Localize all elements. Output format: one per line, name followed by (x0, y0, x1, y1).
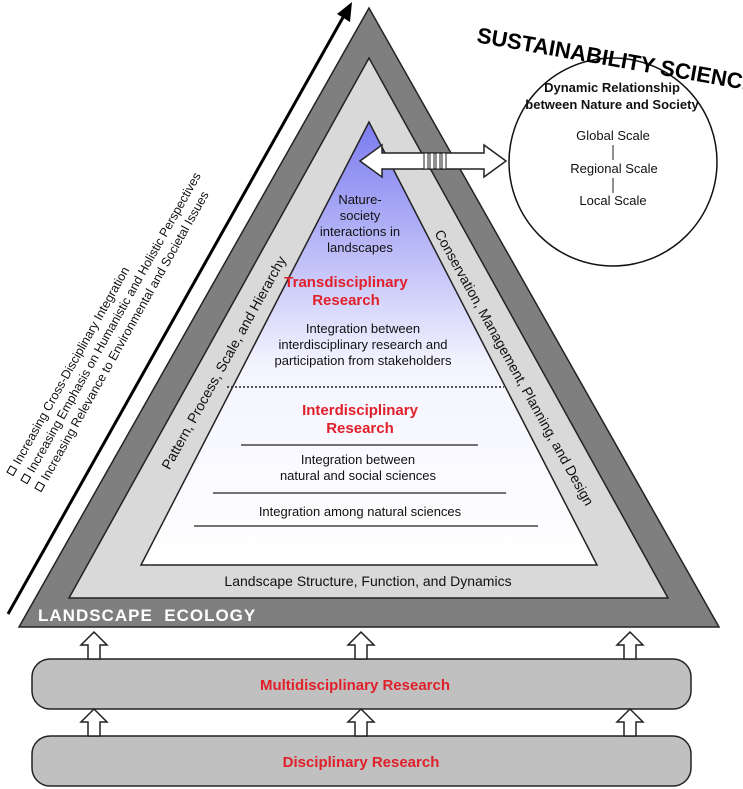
up-arrow-icon (346, 630, 376, 660)
base-label: Landscape Structure, Function, and Dynam… (224, 573, 511, 589)
landscape-ecology-label: LANDSCAPE ECOLOGY (38, 606, 256, 625)
inner-triangle (139, 120, 599, 566)
transdisciplinary-title: Transdisciplinary Research (284, 274, 408, 309)
svg-text:Interdisciplinary: Interdisciplinary (302, 402, 419, 419)
disciplinary-research-label: Disciplinary Research (283, 754, 440, 771)
scale-regional: Regional Scale (570, 161, 657, 176)
multidisciplinary-research-label: Multidisciplinary Research (260, 677, 450, 694)
interdisciplinary-description: Integration between natural and social s… (259, 452, 462, 519)
transdisciplinary-description: Integration between interdisciplinary re… (274, 321, 452, 368)
double-arrow-icon (358, 143, 508, 179)
svg-text:natural and social sciences: natural and social sciences (280, 468, 437, 483)
svg-text:interdisciplinary research and: interdisciplinary research and (278, 337, 447, 352)
up-arrows-lower (79, 707, 645, 737)
svg-text:Integration between: Integration between (301, 452, 415, 467)
up-arrows-upper (79, 630, 645, 660)
svg-text:Nature-: Nature- (338, 192, 381, 207)
scale-local: Local Scale (579, 193, 646, 208)
up-arrow-icon (79, 630, 109, 660)
up-arrow-icon (615, 707, 645, 737)
svg-text:Research: Research (326, 420, 394, 437)
trend-arrow-line (6, 11, 348, 615)
up-arrow-icon (346, 707, 376, 737)
svg-text:interactions in: interactions in (320, 224, 400, 239)
svg-text:Transdisciplinary: Transdisciplinary (284, 274, 408, 291)
up-arrow-icon (615, 630, 645, 660)
svg-text:Research: Research (312, 292, 380, 309)
transdisciplinary-top-text: Nature- society interactions in landscap… (320, 192, 400, 255)
circle-heading-2: between Nature and Society (525, 97, 699, 112)
bullet-square-icon (6, 465, 18, 477)
interdisciplinary-title: Interdisciplinary Research (302, 402, 419, 437)
circle-heading-1: Dynamic Relationship (544, 80, 680, 95)
svg-text:Integration between: Integration between (306, 321, 420, 336)
svg-text:society: society (340, 208, 381, 223)
sustainability-circle (508, 57, 718, 267)
up-arrow-icon (79, 707, 109, 737)
svg-text:participation from stakeholder: participation from stakeholders (274, 353, 452, 368)
bullet-square-icon (34, 481, 46, 493)
bullet-square-icon (20, 473, 32, 485)
scale-global: Global Scale (576, 128, 650, 143)
svg-text:Integration among natural scie: Integration among natural sciences (259, 504, 462, 519)
svg-text:landscapes: landscapes (327, 240, 393, 255)
trend-arrow-head-icon (337, 2, 352, 22)
